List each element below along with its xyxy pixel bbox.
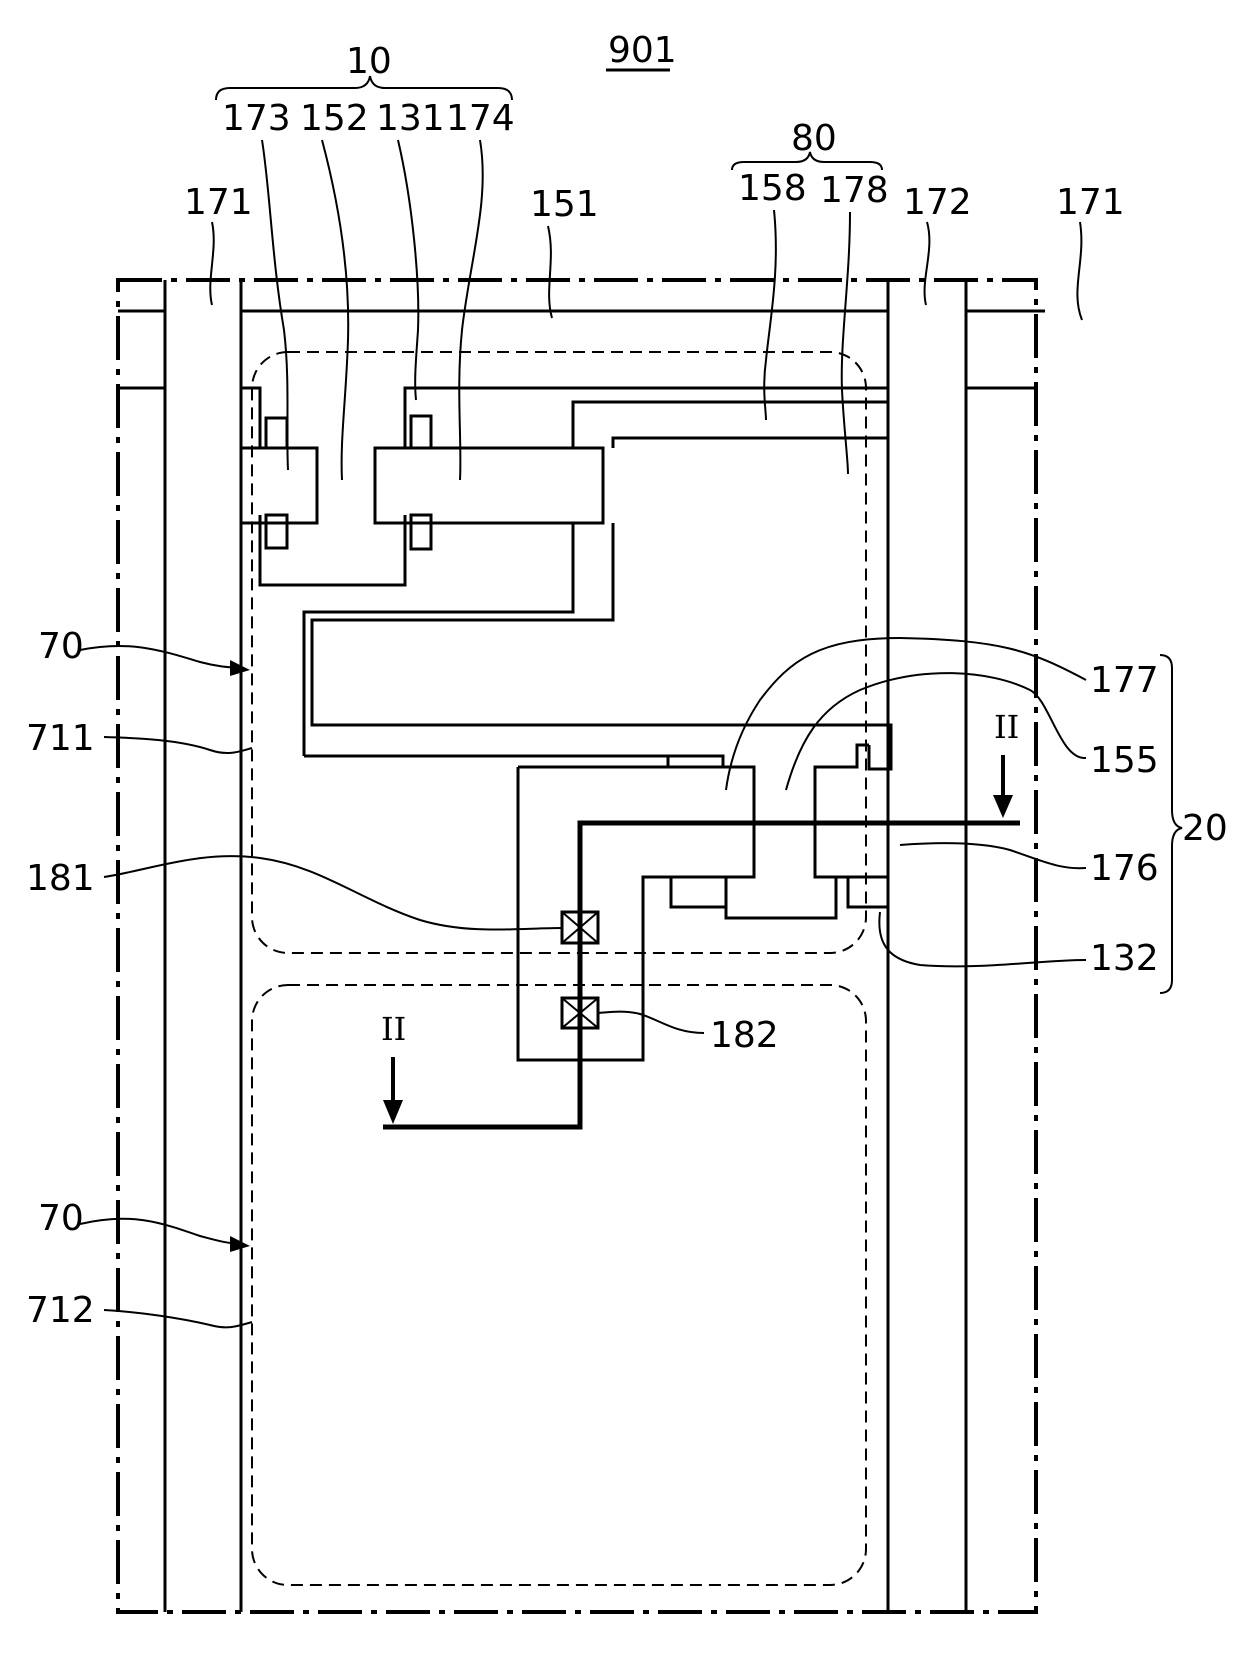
label-712: 712 <box>26 1290 95 1331</box>
label-711: 711 <box>26 718 95 759</box>
label-group-10: 10 <box>346 41 392 82</box>
semiconductor-131-b <box>266 515 287 548</box>
leader-178 <box>842 212 850 474</box>
gate-electrode-152-bottom <box>260 515 405 585</box>
semiconductor-132-right <box>848 877 888 907</box>
section-arrow-left-head <box>383 1100 403 1124</box>
leader-151 <box>548 226 552 318</box>
leader-132 <box>879 912 1086 966</box>
semiconductor-132-top <box>668 756 723 767</box>
storage-line-158-top <box>573 402 888 448</box>
drain-electrode-174 <box>375 448 603 523</box>
leader-182 <box>598 1012 704 1033</box>
pixel-boundary <box>118 280 1036 1612</box>
leader-181 <box>104 856 562 929</box>
pixel-electrode-712-outline <box>252 985 866 1585</box>
label-181: 181 <box>26 858 95 899</box>
leader-131 <box>398 140 418 400</box>
label-178: 178 <box>820 170 889 211</box>
label-70-lower: 70 <box>38 1198 84 1239</box>
section-arrow-right-head <box>993 795 1013 818</box>
pixel-electrode-711-outline <box>252 352 866 953</box>
semiconductor-131-c <box>411 416 431 448</box>
label-group-20: 20 <box>1182 808 1228 849</box>
semiconductor-132-left <box>671 877 726 907</box>
label-176: 176 <box>1090 848 1159 889</box>
brace-group-20 <box>1160 655 1182 993</box>
label-173: 173 <box>222 98 291 139</box>
label-132: 132 <box>1090 938 1159 979</box>
leader-711 <box>104 737 252 753</box>
storage-line-158-bottom <box>613 402 888 448</box>
connector-177-inner <box>312 523 891 769</box>
leader-171-left <box>210 222 213 305</box>
label-131: 131 <box>376 98 445 139</box>
label-172: 172 <box>903 182 972 223</box>
figure-number: 901 <box>608 30 677 71</box>
leader-177 <box>726 638 1086 790</box>
section-mark-right: II <box>994 708 1019 746</box>
arrow-70-lower <box>80 1219 244 1244</box>
label-171-left: 171 <box>184 182 253 223</box>
leader-171-right <box>1077 222 1082 320</box>
leader-155 <box>786 673 1086 790</box>
leader-712 <box>104 1310 252 1327</box>
label-158: 158 <box>738 168 807 209</box>
label-171-right: 171 <box>1056 182 1125 223</box>
label-group-80: 80 <box>791 118 837 159</box>
gate-electrode-152-left <box>241 388 260 448</box>
label-151: 151 <box>530 184 599 225</box>
label-152: 152 <box>300 98 369 139</box>
semiconductor-131-a <box>266 418 287 448</box>
leader-176 <box>900 843 1086 868</box>
label-177: 177 <box>1090 660 1159 701</box>
label-155: 155 <box>1090 740 1159 781</box>
label-182: 182 <box>710 1015 779 1056</box>
source-electrode-176 <box>518 745 869 1060</box>
connector-177-outer <box>304 523 573 756</box>
semiconductor-131-d <box>411 515 431 549</box>
leader-172 <box>925 222 930 305</box>
label-70-upper: 70 <box>38 626 84 667</box>
section-mark-left: II <box>381 1010 406 1048</box>
arrow-70-upper <box>80 646 244 668</box>
label-174: 174 <box>446 98 515 139</box>
section-line-ii-ii <box>383 823 1020 1127</box>
